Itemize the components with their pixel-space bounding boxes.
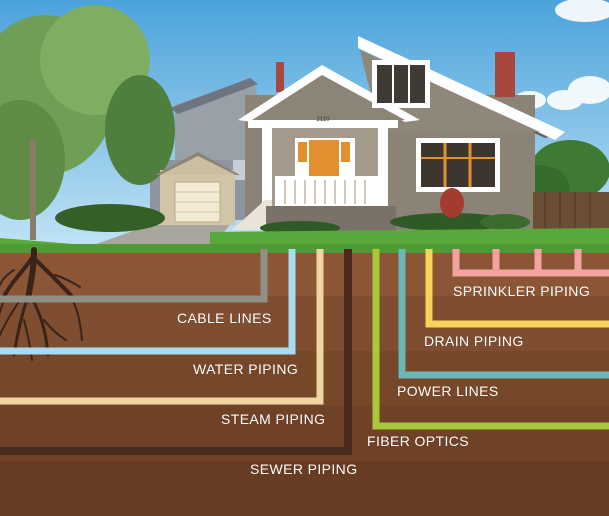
cable-lines-label: CABLE LINES <box>177 310 272 326</box>
fiber-optic-line <box>372 249 609 430</box>
drain-pipe <box>425 249 609 328</box>
fiber-optics-label: FIBER OPTICS <box>367 433 470 449</box>
power-lines-label: POWER LINES <box>397 383 499 399</box>
water-pipe <box>0 249 296 355</box>
power-line <box>398 249 609 379</box>
sprinkler-pipe <box>452 249 609 277</box>
water-piping-label: WATER PIPING <box>193 361 299 377</box>
steam-pipe <box>0 249 324 405</box>
sprinkler-piping-label: SPRINKLER PIPING <box>453 283 591 299</box>
fence <box>533 192 609 230</box>
house-number: 2110 <box>317 117 331 123</box>
soil-layers <box>0 246 609 516</box>
steam-piping-label: STEAM PIPING <box>221 411 326 427</box>
sewer-pipe <box>0 249 352 455</box>
cable-line <box>0 249 268 303</box>
driveway <box>85 225 230 248</box>
main-house: 2110 <box>232 36 565 231</box>
drain-piping-label: DRAIN PIPING <box>424 333 524 349</box>
lawn <box>0 228 609 248</box>
sewer-piping-label: SEWER PIPING <box>250 461 358 477</box>
ground-surface <box>0 244 609 253</box>
garage <box>155 152 240 225</box>
